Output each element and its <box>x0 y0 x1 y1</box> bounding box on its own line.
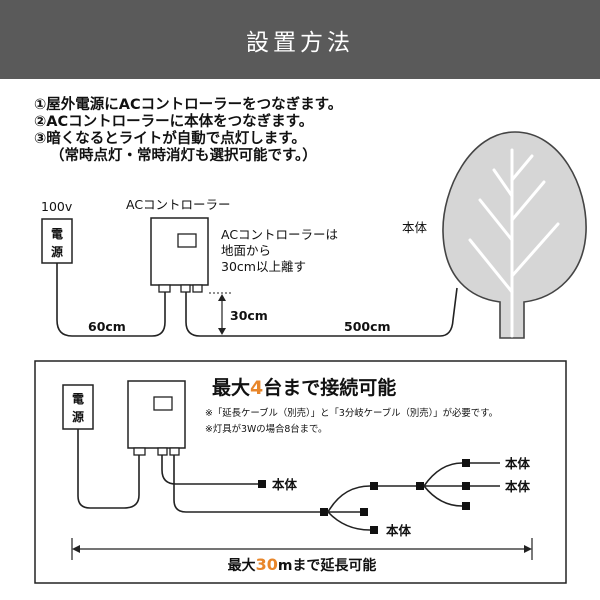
connector-splitter-in-2 <box>416 482 424 490</box>
connector-6 <box>462 482 470 490</box>
connector-5 <box>462 459 470 467</box>
controller-note-3: 30cm以上離す <box>221 259 306 274</box>
extension-label-number: 30 <box>256 555 278 574</box>
splitter-2 <box>423 462 463 507</box>
body-label-4: 本体 <box>505 479 531 494</box>
header-title: 設置方法 <box>246 29 354 56</box>
step-3-note: （常時点灯・常時消灯も選択可能です。） <box>50 148 317 164</box>
controller-box-top <box>150 217 209 286</box>
tree-canopy <box>442 131 587 339</box>
extension-label: 最大30mまで延長可能 <box>228 555 377 574</box>
height-arrow-up <box>218 294 226 301</box>
bottom-diagram: 電 源 最大4台まで接続可能 ※「延長ケーブル（別売）」と「3分岐ケーブル（別売… <box>34 360 567 584</box>
extension-label-suffix: mまで延長可能 <box>278 557 377 574</box>
connector-4 <box>370 526 378 534</box>
controller-note-1: ACコントローラーは <box>221 227 338 242</box>
cable-left-label: 60cm <box>88 319 126 334</box>
controller-port-mid-top <box>180 284 191 293</box>
top-diagram: 100v 電 源 ACコントローラー ACコントローラーは 地面から 30cm以… <box>41 197 458 337</box>
step-3: ③暗くなるとライトが自動で点灯します。 <box>34 131 306 147</box>
outlet-box-top <box>41 218 73 264</box>
tree-branches <box>468 148 560 338</box>
capacity-heading: 最大4台まで接続可能 <box>212 376 396 399</box>
controller-port-right-top <box>192 284 203 293</box>
dimension-arrow-right <box>524 545 532 553</box>
controller-port-left-bottom <box>133 447 146 456</box>
controller-port-left-top <box>158 284 171 293</box>
controller-indicator-bottom <box>153 396 173 411</box>
body-label-3: 本体 <box>505 456 531 471</box>
extension-cable <box>173 455 320 513</box>
branch-cable-1 <box>161 455 258 485</box>
extension-label-prefix: 最大 <box>228 557 256 574</box>
connector-2 <box>370 482 378 490</box>
capacity-heading-suffix: 台まで接続可能 <box>263 376 396 399</box>
controller-label: ACコントローラー <box>126 197 231 212</box>
cable-right-label: 500cm <box>344 319 391 334</box>
outlet-label-bottom-1: 電 <box>72 392 84 406</box>
controller-port-mid-bottom <box>157 447 168 456</box>
power-cable-top <box>56 263 166 337</box>
note-1: ※「延長ケーブル（別売）」と「3分岐ケーブル（別売）」が必要です。 <box>205 407 498 419</box>
power-cable-bottom <box>77 429 140 509</box>
body-cable-top <box>185 287 458 337</box>
controller-indicator-top <box>177 233 197 248</box>
dimension-label-bg <box>200 552 400 574</box>
height-arrow-down <box>218 328 226 335</box>
step-1: ①屋外電源にACコントローラーをつなぎます。 <box>34 97 343 113</box>
splitter-1 <box>327 485 371 531</box>
connector-1 <box>258 480 266 488</box>
step-2: ②ACコントローラーに本体をつなぎます。 <box>34 114 314 130</box>
connector-7 <box>462 502 470 510</box>
capacity-heading-prefix: 最大 <box>212 376 250 399</box>
header-bar: 設置方法 <box>0 0 600 79</box>
note-2: ※灯具が3Wの場合8台まで。 <box>205 423 327 435</box>
instruction-steps: ①屋外電源にACコントローラーをつなぎます。 ②ACコントローラーに本体をつなぎ… <box>34 97 342 165</box>
outlet-label-top-2: 源 <box>51 244 63 259</box>
controller-note-2: 地面から <box>221 243 271 258</box>
outlet-label-bottom-2: 源 <box>72 409 84 424</box>
outlet-label-top-1: 電 <box>51 227 63 241</box>
connector-splitter-in <box>320 508 328 516</box>
bottom-diagram-frame <box>34 360 567 584</box>
controller-port-right-bottom <box>169 447 180 456</box>
body-label-2: 本体 <box>386 523 412 538</box>
dimension-arrow-left <box>72 545 80 553</box>
body-label-1: 本体 <box>272 477 298 492</box>
tree-illustration <box>442 131 587 339</box>
height-label: 30cm <box>230 308 268 323</box>
controller-box-bottom <box>127 380 186 449</box>
connector-3 <box>360 508 368 516</box>
voltage-label: 100v <box>41 199 73 214</box>
capacity-heading-number: 4 <box>250 377 263 399</box>
body-label-top: 本体 <box>402 220 428 235</box>
